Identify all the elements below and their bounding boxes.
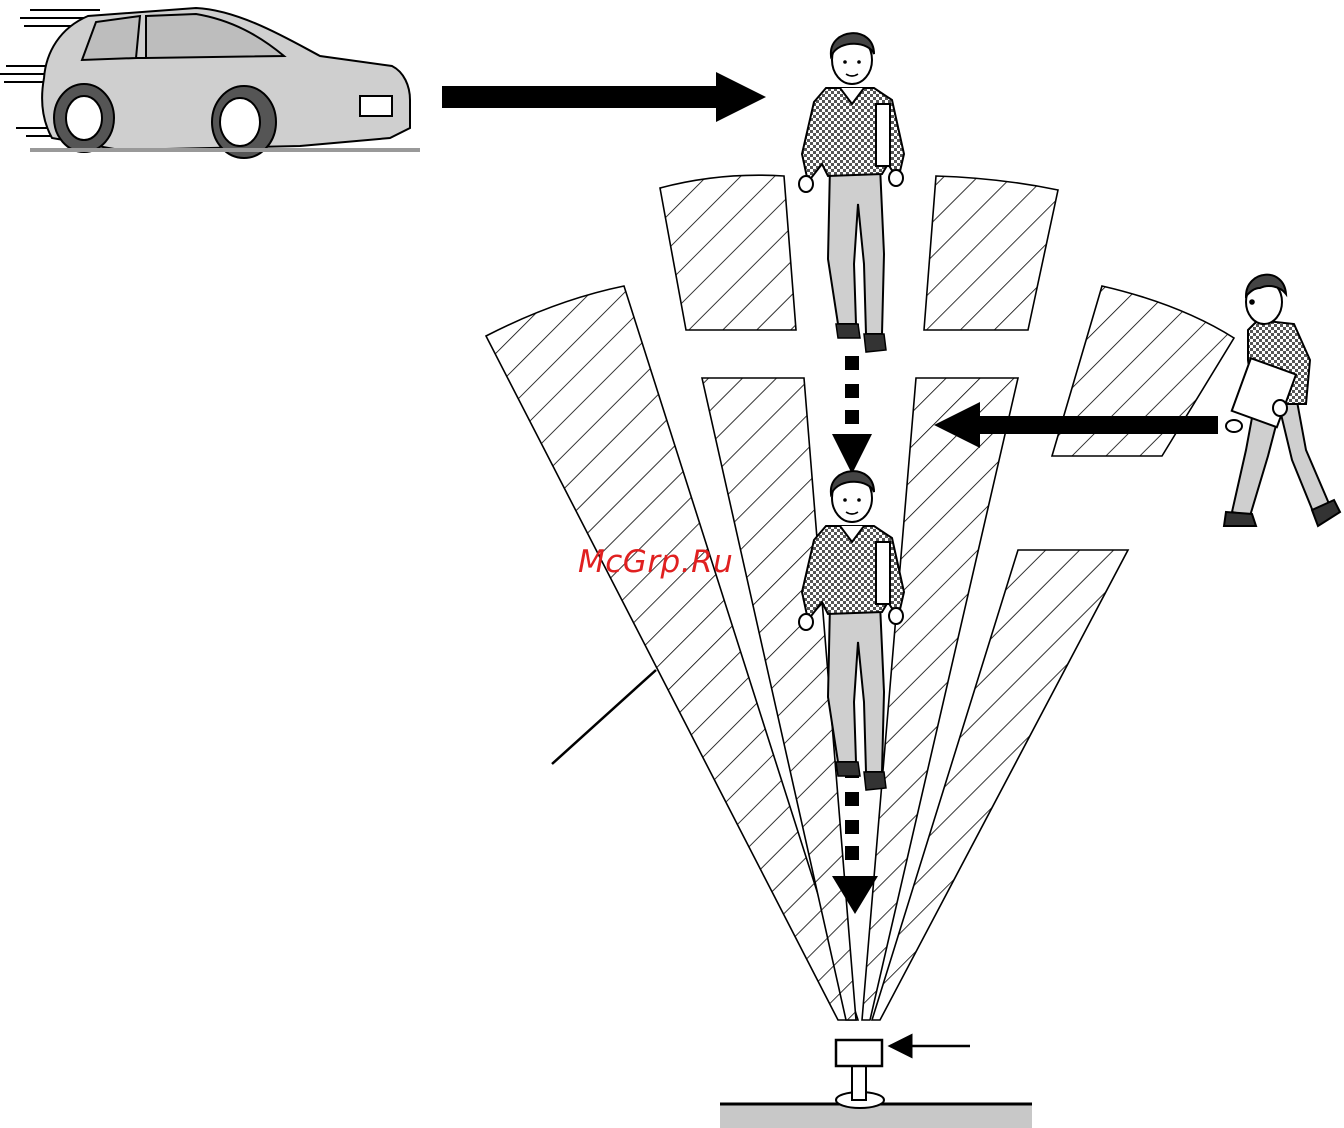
- floor: [720, 1104, 1032, 1128]
- person-walking-sideways-icon: [1224, 275, 1340, 526]
- detection-zone-top-right: [924, 176, 1058, 330]
- car-motion-arrow: [442, 72, 766, 122]
- person-walking-toward-icon: [799, 33, 904, 352]
- motion-sensor-icon: [836, 1040, 884, 1108]
- zone-leader-line: [552, 670, 656, 764]
- car-icon: [0, 8, 420, 158]
- detection-zone-top-left: [660, 175, 796, 330]
